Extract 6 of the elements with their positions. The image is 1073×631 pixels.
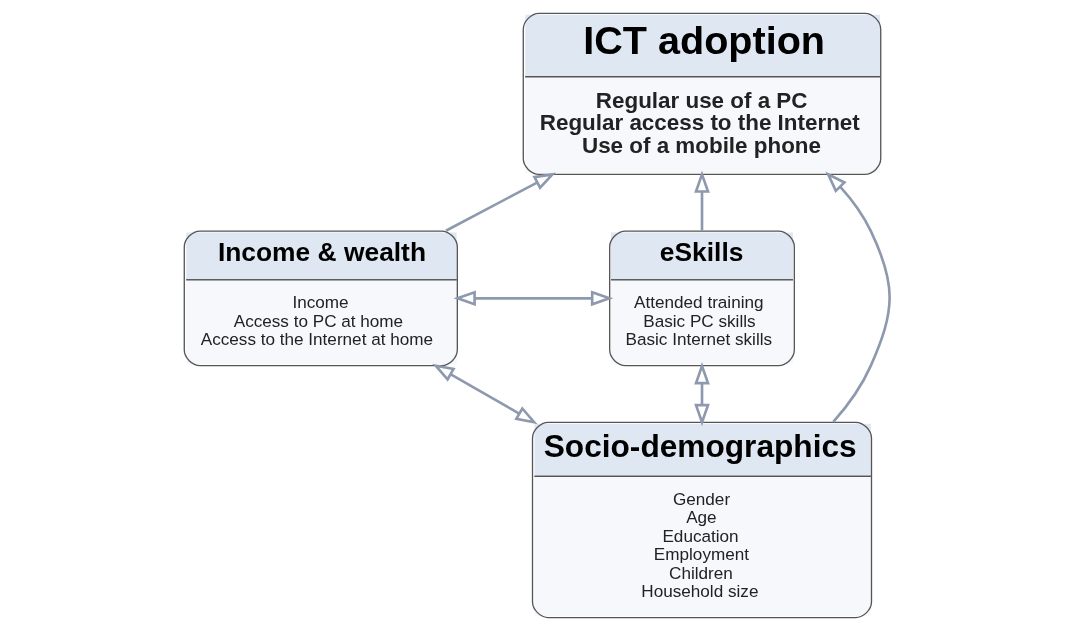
arrow bbox=[444, 172, 556, 232]
arrow bbox=[693, 361, 710, 427]
arrow bbox=[452, 290, 613, 307]
arrow bbox=[824, 171, 891, 423]
arrow bbox=[431, 363, 538, 425]
arrow bbox=[693, 170, 710, 231]
